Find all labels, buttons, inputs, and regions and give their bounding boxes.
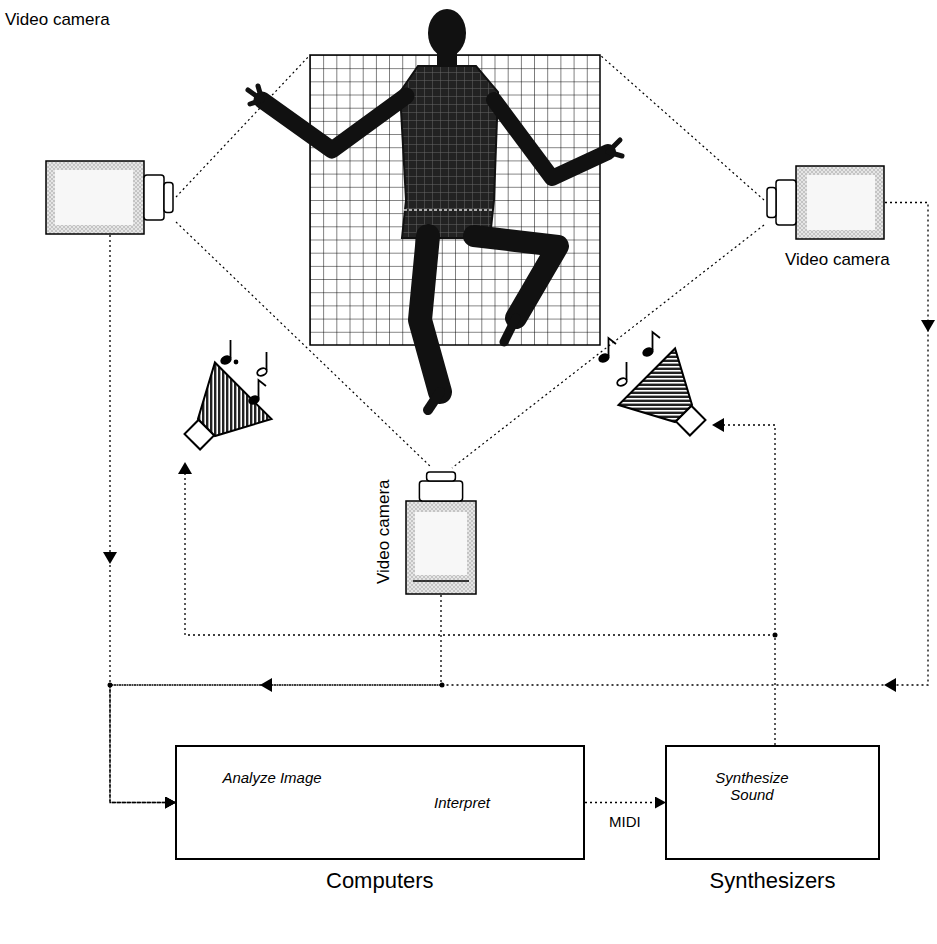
speaker	[164, 363, 271, 470]
camera-drawing	[765, 165, 885, 240]
process-step: Interpret	[412, 794, 512, 811]
box-heading: Computers	[326, 868, 434, 893]
video-camera: Video camera	[765, 165, 885, 240]
junction-dots	[108, 633, 778, 688]
video-camera: Video camera	[45, 160, 175, 235]
view-lines	[176, 55, 764, 468]
edge-label: MIDI	[606, 813, 644, 830]
box-heading: Synthesizers	[710, 868, 836, 893]
speaker	[619, 349, 726, 456]
camera-label: Video camera	[785, 250, 890, 270]
process-step: Synthesize Sound	[697, 769, 807, 804]
camera-drawing	[405, 470, 477, 595]
signal-connector	[110, 235, 175, 803]
camera-label: Video camera	[5, 10, 110, 30]
signal-connector	[110, 203, 928, 803]
music-notes	[220, 332, 660, 405]
video-camera: Video camera	[405, 470, 477, 595]
process-step: Analyze Image	[222, 769, 322, 786]
camera-label: Video camera	[373, 479, 393, 584]
synthesizer-box: Synthesize SoundSynthesizers	[665, 745, 880, 860]
speaker-wires	[185, 425, 775, 745]
dancer-figure	[248, 9, 622, 410]
arrowheads	[103, 320, 935, 809]
grid	[310, 55, 600, 345]
signal-connector	[585, 802, 665, 803]
camera-drawing	[45, 160, 175, 235]
computer-box: Analyze ImageInterpretComputers	[175, 745, 585, 860]
